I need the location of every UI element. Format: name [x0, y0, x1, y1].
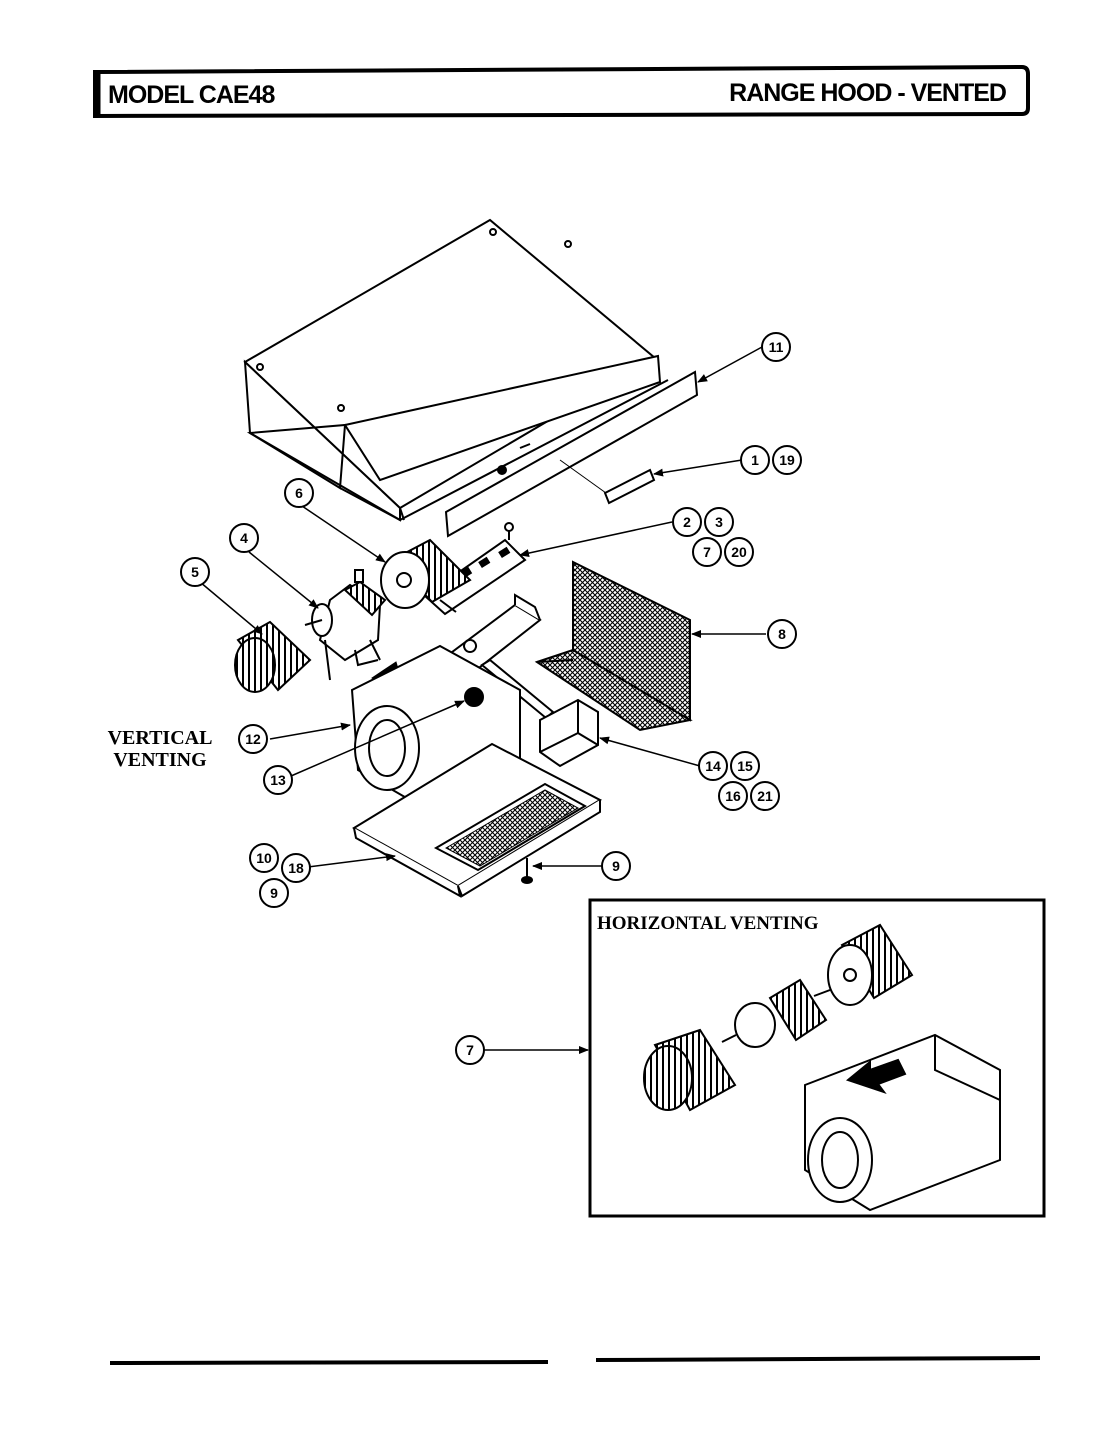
horizontal-duct [804, 1033, 1001, 1212]
callout-18: 18 [288, 860, 304, 876]
vertical-venting-label-2: VENTING [113, 749, 207, 771]
horizontal-venting-inset: HORIZONTAL VENTING [588, 898, 1046, 1218]
callout-15: 15 [737, 758, 753, 774]
callout-9-right: 9 [612, 858, 620, 874]
callout-16: 16 [725, 788, 741, 804]
horizontal-venting-label: HORIZONTAL VENTING [597, 913, 819, 934]
horizontal-blower-wheel-5 [827, 923, 914, 1006]
blower-motor [304, 569, 387, 681]
callout-8: 8 [778, 626, 786, 642]
callout-9-left: 9 [270, 885, 278, 901]
model-title: MODEL CAE48 [108, 81, 275, 109]
callout-20: 20 [731, 544, 747, 560]
control-panel [444, 370, 699, 538]
vent-bracket [539, 698, 599, 768]
callout-1: 1 [751, 452, 759, 468]
callout-21: 21 [757, 788, 773, 804]
diagram-title: RANGE HOOD - VENTED [729, 79, 1006, 107]
callout-13: 13 [270, 772, 286, 788]
callout-12: 12 [245, 731, 261, 747]
vertical-venting-label-1: VERTICAL [108, 727, 213, 749]
callout-5: 5 [191, 564, 199, 580]
callout-2: 2 [683, 514, 691, 530]
grease-filter [534, 560, 693, 732]
range-hood-body [243, 218, 669, 522]
callout-7: 7 [703, 544, 711, 560]
control-board [423, 522, 527, 616]
callout-4: 4 [240, 530, 248, 546]
callout-horizontal-7: 7 [466, 1042, 474, 1058]
callout-19: 19 [779, 452, 795, 468]
callout-6: 6 [295, 485, 303, 501]
callout-14: 14 [705, 758, 721, 774]
mounting-screw [521, 858, 533, 884]
bottom-pan [352, 742, 603, 898]
callout-11: 11 [769, 339, 784, 355]
footer-rules [109, 1356, 1041, 1365]
horizontal-motor [721, 978, 831, 1048]
blower-wheel-6 [380, 538, 472, 609]
blower-wheel-5 [234, 620, 312, 693]
header-frame [93, 64, 1030, 119]
leader-lines [199, 346, 972, 1054]
callout-10: 10 [256, 850, 272, 866]
horizontal-blower-wheel-6 [643, 1028, 737, 1112]
callout-3: 3 [715, 514, 723, 530]
switch-plate [559, 459, 656, 505]
